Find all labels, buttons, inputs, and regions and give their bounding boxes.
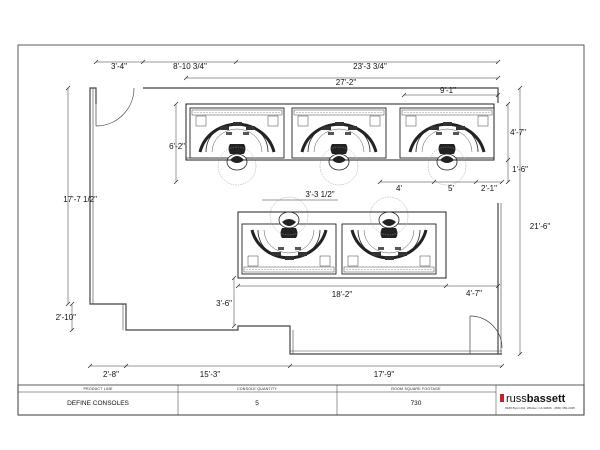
sheet-border [17,44,585,416]
dim-low-18-2: 18'-2" [332,290,353,299]
product-line-label: PRODUCT LINE [83,387,112,391]
dim-bottom-15-3: 15'-3" [200,370,221,379]
dim-left-17-7-1-2: 17'-7 1/2" [63,195,97,204]
dim-top-9-1: 9'-1" [440,86,456,95]
room-walls [89,87,502,355]
russ-bassett-logo: russbassett 8189 Byron Rd. Whittier, CA … [500,393,575,410]
room-square-footage-label: ROOM SQUARE FOOTAGE [391,387,441,391]
dim-mid-2-1: 2'-1" [481,184,497,193]
dim-mid-3-3-1-2: 3'-3 1/2" [305,190,334,199]
dim-right-4-7: 4'-7" [510,128,526,137]
dim-top-27-2: 27'-2" [336,78,357,87]
dim-left-2-10: 2'-10" [56,313,77,322]
dimension-ticks [65,59,523,369]
brand-address: 8189 Byron Rd. Whittier, CA 90606 · (800… [505,406,575,410]
console-quantity-label: CONSOLE QUANTITY [237,387,277,391]
dimension-labels: 3'-4" 8'-10 3/4" 23'-3 3/4" 27'-2" 9'-1"… [56,62,551,379]
dim-left-6-2: 6'-2" [169,142,185,151]
dim-top-3-4: 3'-4" [111,62,127,71]
dim-right-21-6: 21'-6" [530,222,551,231]
door-bottom-right [469,315,503,354]
dim-right-1-6: 1'-6" [512,165,528,174]
room-square-footage-value: 730 [411,400,422,407]
console-row-top [185,103,496,187]
console-row-bottom [237,195,447,279]
dim-bottom-17-9: 17'-9" [374,370,395,379]
dim-bottom-2-8: 2'-8" [103,370,119,379]
brand-name-light: russ [506,393,527,405]
logo-mark-icon [500,394,504,402]
console-quantity-value: 5 [255,400,259,407]
dim-low-3-6: 3'-6" [216,299,232,308]
dim-mid-5: 5' [448,184,454,193]
door-top-left [95,87,135,127]
brand-name-bold: bassett [527,393,566,405]
svg-text:russbassett: russbassett [506,393,566,405]
dimension-lines [67,61,521,367]
dim-low-4-7: 4'-7" [466,289,482,298]
dim-mid-4: 4' [396,184,402,193]
title-block: PRODUCT LINE CONSOLE QUANTITY ROOM SQUAR… [17,384,585,416]
product-line-value: DEFINE CONSOLES [67,400,129,407]
dim-top-23-3-3-4: 23'-3 3/4" [353,62,387,71]
dim-top-8-10-3-4: 8'-10 3/4" [173,62,207,71]
